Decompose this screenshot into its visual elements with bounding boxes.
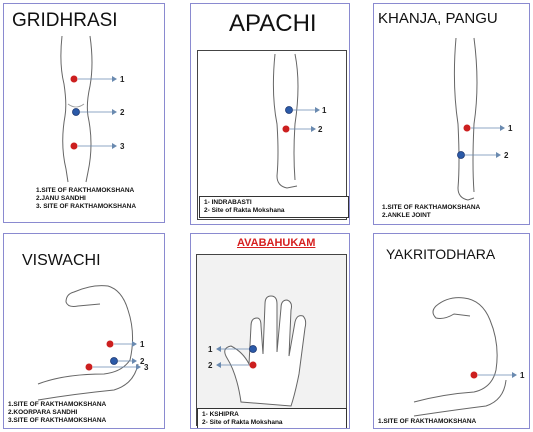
- marker-2: 2: [73, 108, 126, 117]
- legend-line: 2- Site of Rakta Mokshana: [204, 207, 344, 215]
- panel-gridhrasi: GRIDHRASI 1 2 3 1.SITE OF RAKTHAMOKSHANA…: [3, 3, 165, 223]
- marker-number: 3: [120, 142, 125, 151]
- legend-line: 1.SITE OF RAKTHAMOKSHANA: [36, 187, 136, 195]
- marker-number: 2: [208, 361, 213, 370]
- arrow-head: [112, 109, 117, 115]
- siravedha-site-marker: [250, 362, 257, 369]
- legend-line: 2- Site of Rakta Mokshana: [202, 419, 342, 427]
- legend-line: 1.SITE OF RAKTHAMOKSHANA: [382, 204, 480, 212]
- panel-apachi: APACHI 1 2 1- INDRABASTI 2- Site of Rakt…: [190, 3, 350, 225]
- marker-1: 1: [471, 371, 526, 380]
- arm-illustration: 1: [374, 234, 530, 429]
- marker-3: 3: [71, 142, 126, 151]
- arrow-head: [132, 358, 137, 364]
- legend-line: 1- INDRABASTI: [204, 199, 344, 207]
- marma-point-marker: [250, 346, 257, 353]
- legend-line: 3.SITE OF RAKTHAMOKSHANA: [8, 417, 106, 425]
- legend-line: 2.JANU SANDHI: [36, 195, 136, 203]
- legend: 1- INDRABASTI 2- Site of Rakta Mokshana: [199, 196, 349, 218]
- legend-line: 1- KSHIPRA: [202, 411, 342, 419]
- marker-number: 1: [140, 340, 145, 349]
- marker-number: 2: [318, 125, 323, 134]
- marker-number: 1: [520, 371, 525, 380]
- arrow-head: [216, 346, 221, 352]
- marker-1: 1: [107, 340, 146, 349]
- panel-yakritodhara: YAKRITODHARA 1 1.SITE OF RAKTHAMOKSHANA: [373, 233, 530, 429]
- arrow-head: [512, 372, 517, 378]
- marker-number: 1: [508, 124, 513, 133]
- arrow-head: [311, 126, 316, 132]
- hand-illustration: 1 2: [191, 234, 350, 429]
- marker-number: 1: [208, 345, 213, 354]
- legend-line: 1.SITE OF RAKTHAMOKSHANA: [378, 418, 476, 426]
- marma-point-marker: [286, 107, 293, 114]
- siravedha-site-marker: [283, 126, 290, 133]
- panel-khanja-pangu: KHANJA, PANGU 1 2 1.SITE OF RAKTHAMOKSHA…: [373, 3, 530, 225]
- siravedha-site-marker: [71, 76, 78, 83]
- marker-number: 2: [120, 108, 125, 117]
- legend-line: 2.ANKLE JOINT: [382, 212, 480, 220]
- marker-2: 2: [111, 357, 146, 366]
- marker-number: 1: [322, 106, 327, 115]
- legend: 1.SITE OF RAKTHAMOKSHANA 2.KOORPARA SAND…: [8, 401, 106, 425]
- panel-viswachi: VISWACHI 1 2 3 1.SITE OF RAKTHAMOKSHANA …: [3, 233, 165, 429]
- leg-illustration: 1 2: [191, 4, 350, 225]
- siravedha-site-marker: [471, 372, 478, 379]
- marker-2: 2: [283, 125, 324, 134]
- arrow-head: [112, 76, 117, 82]
- arrow-head: [112, 143, 117, 149]
- siravedha-site-marker: [71, 143, 78, 150]
- leg-illustration: 1 2: [374, 4, 530, 225]
- marker-1: 1: [286, 106, 328, 115]
- marma-point-marker: [458, 152, 465, 159]
- arm-illustration: 1 2 3: [4, 234, 165, 429]
- legend: 1- KSHIPRA 2- Site of Rakta Mokshana: [197, 408, 347, 429]
- panel-avabahukam: AVABAHUKAM 1 2 1- KSHIPRA 2- Site of Rak…: [190, 233, 350, 429]
- legend-line: 2.KOORPARA SANDHI: [8, 409, 106, 417]
- arrow-head: [132, 341, 137, 347]
- legend: 1.SITE OF RAKTHAMOKSHANA 2.JANU SANDHI 3…: [36, 187, 136, 211]
- arrow-head: [216, 362, 221, 368]
- legend: 1.SITE OF RAKTHAMOKSHANA: [378, 418, 476, 426]
- marker-number: 3: [144, 363, 149, 372]
- marker-2: 2: [458, 151, 510, 160]
- siravedha-site-marker: [107, 341, 114, 348]
- legend-line: 1.SITE OF RAKTHAMOKSHANA: [8, 401, 106, 409]
- arrow-head: [315, 107, 320, 113]
- siravedha-site-marker: [86, 364, 93, 371]
- arrow-head: [496, 152, 501, 158]
- marker-number: 2: [504, 151, 509, 160]
- marma-point-marker: [73, 109, 80, 116]
- arrow-head: [500, 125, 505, 131]
- marker-number: 1: [120, 75, 125, 84]
- siravedha-site-marker: [464, 125, 471, 132]
- legend: 1.SITE OF RAKTHAMOKSHANA 2.ANKLE JOINT: [382, 204, 480, 220]
- legend-line: 3. SITE OF RAKTHAMOKSHANA: [36, 203, 136, 211]
- marma-point-marker: [111, 358, 118, 365]
- marker-1: 1: [71, 75, 126, 84]
- marker-1: 1: [464, 124, 514, 133]
